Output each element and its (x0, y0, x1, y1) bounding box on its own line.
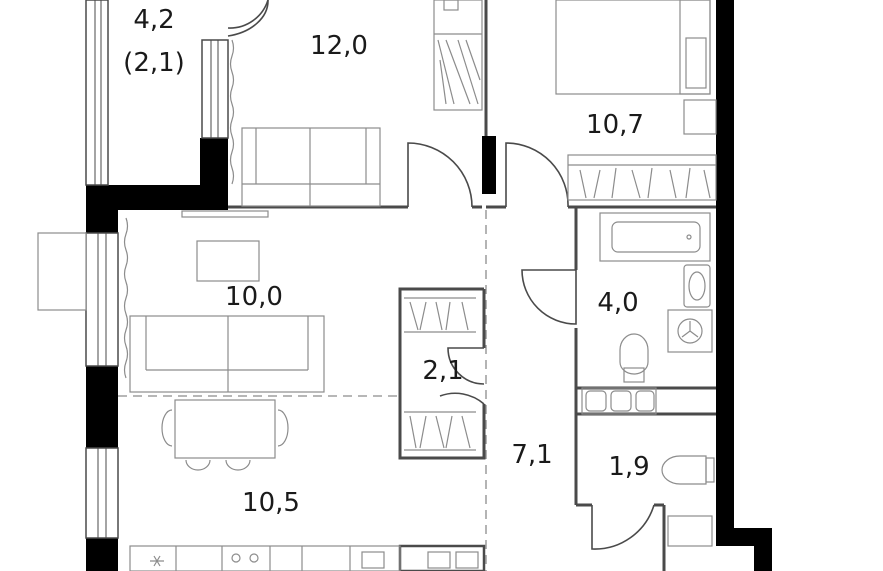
kitchen-area-label: 10,5 (242, 488, 300, 518)
center-pillar (482, 136, 496, 194)
wardrobe (433, 0, 483, 111)
partitions (228, 0, 716, 571)
sofa (241, 127, 381, 207)
toilet-fixtures (661, 455, 715, 547)
zone-dividers (118, 210, 487, 571)
living-furniture (129, 210, 325, 393)
bathroom-area-label: 4,0 (597, 288, 639, 318)
sink (683, 264, 711, 308)
balcony-area-label: 4,2 (133, 5, 175, 35)
balcony-pillar (200, 138, 228, 188)
toilet-bath (619, 333, 649, 375)
doors (227, 0, 655, 550)
kitchen-counter (129, 545, 401, 571)
balcony-reduced-area-label: (2,1) (123, 48, 185, 78)
bathtub (599, 212, 711, 262)
toilet-area-label: 1,9 (608, 452, 650, 482)
right-wall-bottom (754, 528, 772, 571)
closet-area-label: 2,1 (422, 356, 464, 386)
kitchen-furniture (129, 399, 479, 571)
bedroom-wardrobe (567, 154, 717, 201)
living-sofa (129, 315, 325, 393)
living-area-label: 10,0 (225, 282, 283, 312)
right-wall (716, 0, 734, 530)
closet-shelves (404, 297, 476, 451)
bed (555, 0, 711, 95)
hall-area-label: 7,1 (511, 440, 553, 470)
bedroom-right-area-label: 10,7 (586, 110, 644, 140)
dining-table (174, 399, 276, 459)
coffee-table (196, 240, 260, 282)
tv (181, 210, 269, 218)
exterior-walls (86, 0, 772, 571)
bedroom-left-area-label: 12,0 (310, 31, 368, 61)
washing-machine (667, 309, 713, 353)
bedroom-left-furniture (241, 0, 483, 207)
left-windows (37, 0, 235, 539)
bedroom-right-furniture (555, 0, 717, 201)
balcony-bottom-wall (86, 185, 228, 210)
bathroom-fixtures (581, 212, 713, 415)
toilet-bowl (661, 455, 707, 485)
balcony-door (227, 0, 269, 37)
